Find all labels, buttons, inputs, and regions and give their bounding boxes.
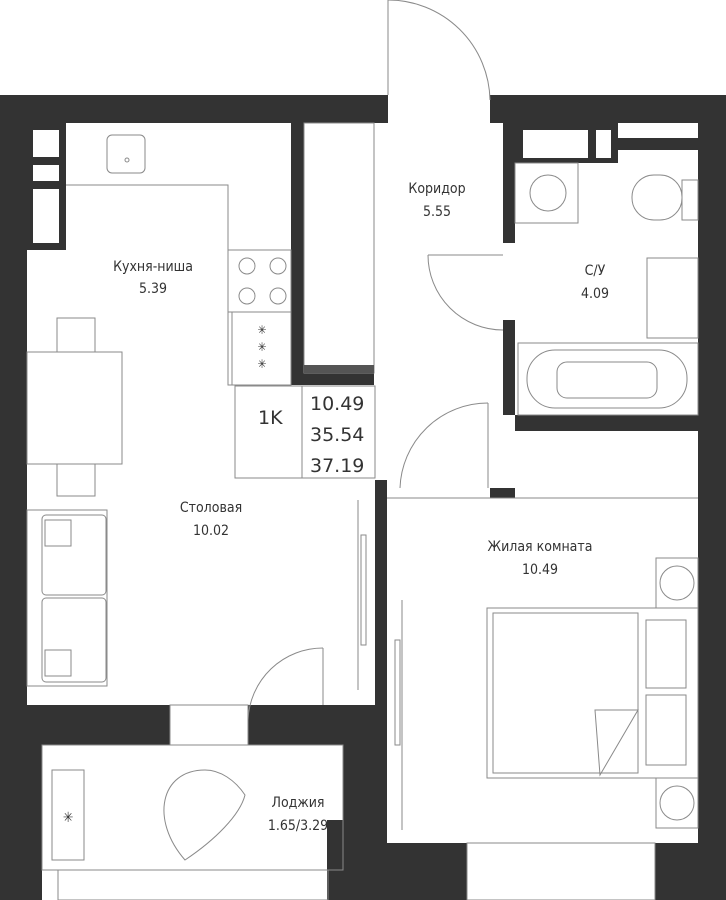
living-area: 10.49 <box>522 562 558 578</box>
washing-machine-icon <box>514 162 579 224</box>
bathroom-name: С/У <box>585 263 606 279</box>
room-labels: Кухня-ниша 5.39 Коридор 5.55 С/У 4.09 Ст… <box>113 181 609 834</box>
living-area-value: 10.49 <box>310 393 364 415</box>
summary-box: 1K 10.49 35.54 37.19 <box>234 385 376 479</box>
walls <box>0 95 726 900</box>
bathroom-fixtures <box>514 162 699 416</box>
dining-table-icon <box>26 351 123 465</box>
kitchen-name: Кухня-ниша <box>113 259 193 275</box>
corridor-name: Коридор <box>408 181 465 197</box>
kitchen-area: 5.39 <box>139 281 167 297</box>
bathtub-icon <box>517 342 699 416</box>
living-furniture <box>387 497 699 900</box>
living-name: Жилая комната <box>488 539 593 555</box>
loggia-furniture: ✳ <box>41 744 344 900</box>
corridor-area: 5.55 <box>423 204 451 220</box>
svg-text:✳: ✳ <box>63 810 74 826</box>
svg-text:✳: ✳ <box>257 340 266 354</box>
svg-text:✳: ✳ <box>257 357 266 371</box>
armchair-icon <box>163 769 246 861</box>
doors <box>247 0 504 721</box>
bed-icon <box>486 607 699 779</box>
total-with-loggia-value: 37.19 <box>310 455 364 477</box>
svg-text:✳: ✳ <box>257 323 266 337</box>
washbasin-icon <box>646 257 699 339</box>
dining-area: 10.02 <box>193 523 229 539</box>
total-area-value: 35.54 <box>310 424 364 446</box>
loggia-area: 1.65/3.29 <box>268 818 328 834</box>
lamp-icon <box>659 565 695 601</box>
dining-name: Столовая <box>180 500 242 516</box>
kitchen-furniture: ✳ ✳ ✳ <box>26 122 375 497</box>
loggia-name: Лоджия <box>272 795 325 811</box>
apartment-type: 1K <box>258 407 283 429</box>
toilet-icon <box>631 174 683 221</box>
sink-icon <box>106 134 146 174</box>
bathroom-area: 4.09 <box>581 286 609 302</box>
lamp-icon <box>659 785 695 821</box>
